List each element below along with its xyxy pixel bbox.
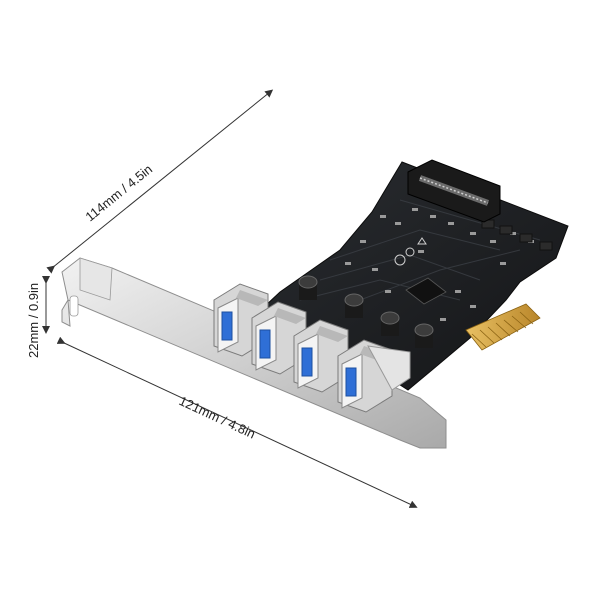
certification-marks xyxy=(394,237,427,266)
usb-port xyxy=(337,339,411,413)
dimension-line-top xyxy=(46,89,274,274)
capacitor xyxy=(414,323,434,348)
pcie-edge-connector xyxy=(465,303,541,351)
dimension-label-bottom: 121mm / 4.8in xyxy=(177,393,258,441)
dimension-label-side: 22mm / 0.9in xyxy=(26,283,41,358)
dimension-line-bottom xyxy=(56,336,418,508)
capacitor xyxy=(298,275,318,300)
capacitor xyxy=(344,293,364,318)
sata-power-connector xyxy=(407,159,501,223)
capacitor xyxy=(380,311,400,336)
usb-port xyxy=(293,319,349,393)
controller-chip xyxy=(405,277,447,305)
